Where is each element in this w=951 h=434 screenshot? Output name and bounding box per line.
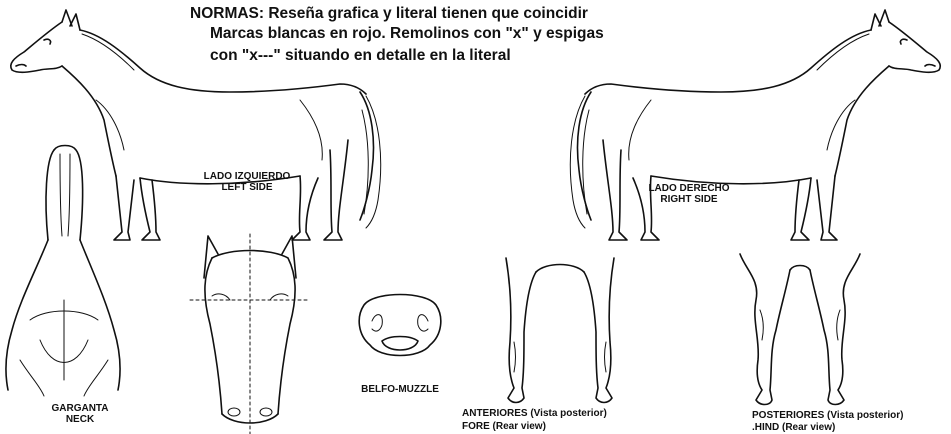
hind-label-en: .HIND (Rear view) <box>752 422 835 433</box>
fore-label-en: FORE (Rear view) <box>462 421 546 432</box>
hind-legs-rear-view-drawing <box>730 250 870 410</box>
right-side-label-en: RIGHT SIDE <box>624 194 754 205</box>
muzzle-drawing <box>350 285 450 375</box>
neck-drawing <box>0 140 130 400</box>
muzzle-label: BELFO-MUZZLE <box>350 384 450 395</box>
head-front-drawing <box>190 234 310 434</box>
horse-right-side-drawing <box>551 0 951 250</box>
neck-label-es: GARGANTA <box>40 403 120 414</box>
hind-label-es: POSTERIORES (Vista posterior) <box>752 410 904 421</box>
fore-label-es: ANTERIORES (Vista posterior) <box>462 408 607 419</box>
left-side-label-es: LADO IZQUIERDO <box>182 171 312 182</box>
neck-label-en: NECK <box>40 414 120 425</box>
right-side-label-es: LADO DERECHO <box>624 183 754 194</box>
fore-legs-rear-view-drawing <box>490 252 630 412</box>
left-side-label-en: LEFT SIDE <box>182 182 312 193</box>
